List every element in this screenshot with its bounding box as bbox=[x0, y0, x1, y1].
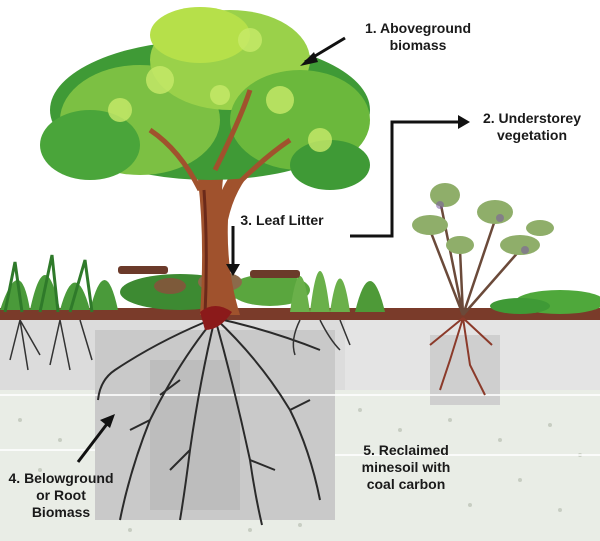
tree-roots bbox=[97, 317, 321, 526]
label-aboveground-line1: 1. Aboveground bbox=[364, 20, 472, 36]
litter-layer bbox=[0, 308, 600, 320]
label-reclaimed-minesoil: 5. Reclaimed minesoil with coal carbon bbox=[346, 442, 466, 493]
ground-vegetation bbox=[0, 254, 600, 314]
label-understorey-line1: 2. Understorey bbox=[482, 110, 582, 126]
label-belowground-line3: Biomass bbox=[31, 504, 91, 520]
label-aboveground-line2: biomass bbox=[389, 37, 447, 53]
label-leaf-litter: 3. Leaf Litter bbox=[226, 212, 338, 229]
label-understorey-line2: vegetation bbox=[496, 127, 567, 143]
arrow-belowground bbox=[76, 419, 112, 463]
arrow-understorey bbox=[350, 120, 462, 238]
shrub-roots bbox=[429, 317, 493, 396]
tree-root-crown bbox=[200, 306, 232, 330]
label-leaf-litter-line1: 3. Leaf Litter bbox=[240, 212, 324, 228]
ground-plant-roots bbox=[9, 319, 351, 371]
tree-canopy bbox=[40, 7, 370, 202]
label-aboveground-biomass: 1. Aboveground biomass bbox=[360, 20, 476, 54]
label-understorey-vegetation: 2. Understorey vegetation bbox=[468, 110, 596, 144]
soil-layers bbox=[0, 318, 600, 541]
label-minesoil-line3: coal carbon bbox=[366, 476, 446, 492]
understorey-shrub bbox=[412, 183, 554, 316]
label-minesoil-line1: 5. Reclaimed bbox=[363, 442, 449, 458]
label-minesoil-line2: minesoil with bbox=[361, 459, 451, 475]
label-belowground-biomass: 4. Belowground or Root Biomass bbox=[0, 470, 122, 521]
label-belowground-line2: or Root bbox=[36, 487, 86, 503]
arrow-heads bbox=[100, 52, 470, 428]
label-belowground-line1: 4. Belowground bbox=[8, 470, 114, 486]
